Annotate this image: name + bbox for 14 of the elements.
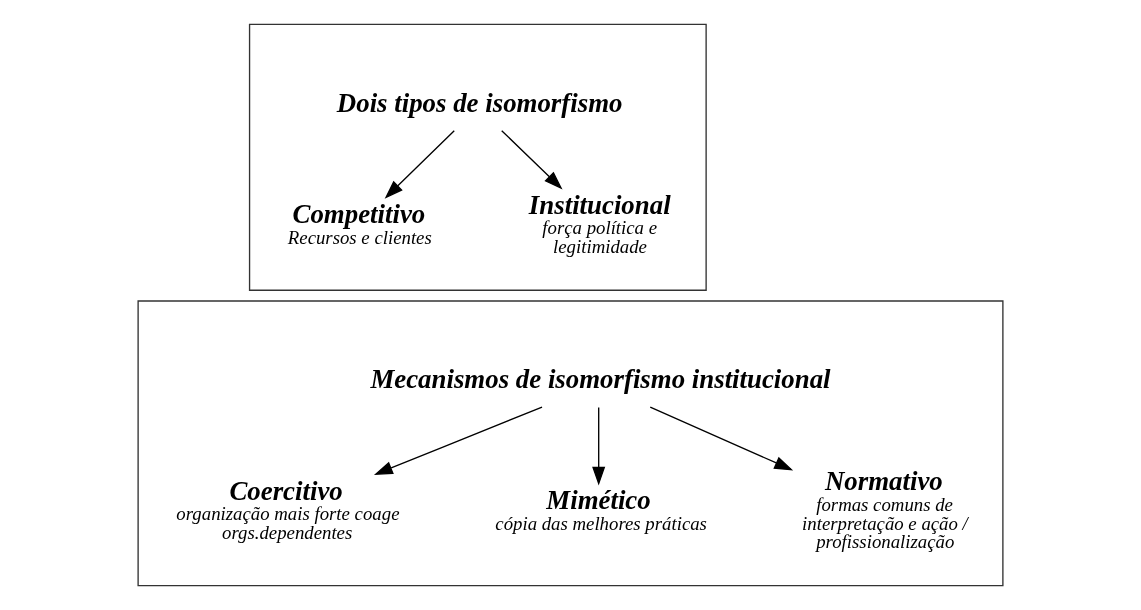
arrow <box>384 130 455 199</box>
arrow <box>501 130 563 190</box>
arrow <box>373 406 543 475</box>
node-text: Normativo formas comuns de interpretação e ação / profissionalização <box>802 466 968 553</box>
node-text: Mimético cópia das melhores práticas <box>495 485 707 534</box>
node-text: Competitivo Recursos e clientes <box>287 199 432 248</box>
node-text: Mecanismos de isomorfismo institucional <box>370 364 831 395</box>
cluster <box>137 300 1004 587</box>
node-text: Coercitivo organização mais forte coage orgs.dependentes <box>176 475 400 543</box>
node-text: Institucional força política e legitimidade <box>528 189 671 257</box>
arrow <box>649 406 794 471</box>
cluster <box>248 23 707 291</box>
arrow <box>592 406 606 486</box>
node-text: Dois tipos de isomorfismo <box>336 87 623 118</box>
